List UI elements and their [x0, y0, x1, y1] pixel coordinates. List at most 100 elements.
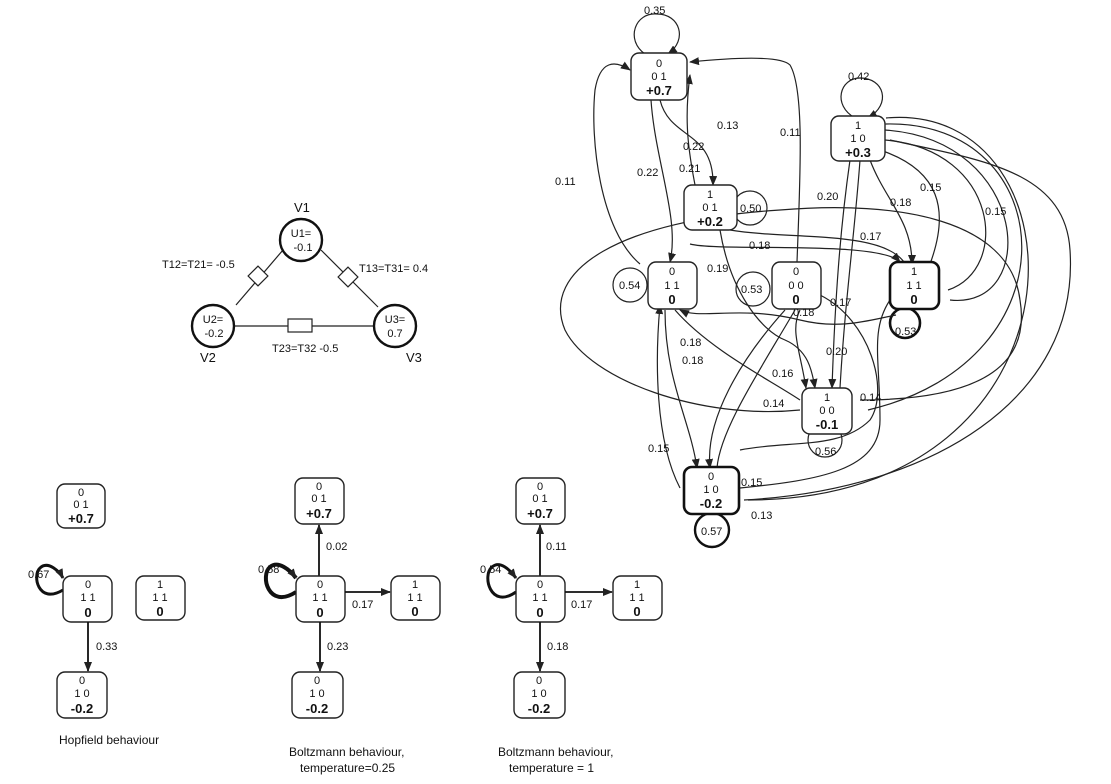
- panel3-caption-line1: Boltzmann behaviour,: [498, 745, 613, 759]
- panel3-right-v1: 1: [634, 579, 640, 591]
- state-box-101: [683, 184, 738, 231]
- state-000-energy: 0: [792, 292, 799, 307]
- panel3-right-energy: 0: [633, 604, 640, 619]
- transition-label-12: 0.17: [860, 231, 881, 243]
- arrow-s110-s111: [869, 159, 916, 265]
- panel1-self-loop: [35, 563, 65, 596]
- arrow-s010-s110-outer: [743, 139, 1072, 501]
- transition-label-9: 0.18: [890, 197, 911, 209]
- panel3-top-v2v3: 0 1: [532, 493, 547, 505]
- panel1-bottom-energy: -0.2: [71, 701, 93, 716]
- panel3-top-v1: 0: [537, 481, 543, 493]
- state-box-011b: [647, 261, 698, 310]
- transition-label-1: 0.13: [717, 120, 738, 132]
- state-100-v2v3: 0 0: [819, 405, 834, 417]
- self-loop-label-s000: 0.53: [741, 284, 762, 296]
- panel2-right-v1: 1: [412, 579, 418, 591]
- state-110-energy: +0.3: [845, 145, 871, 160]
- transition-label-18: 0.20: [826, 346, 847, 358]
- state-011b-energy: 0: [668, 292, 675, 307]
- panel3-bottom-v1: 0: [536, 675, 542, 687]
- weight-diamond-12: [247, 265, 269, 287]
- panel1-center-v2v3: 1 1: [80, 592, 95, 604]
- state-101-v2v3: 0 1: [702, 202, 717, 214]
- state-010-v2v3: 1 0: [703, 484, 718, 496]
- panel1-top-v1: 0: [78, 487, 84, 499]
- transition-label-17: 0.18: [682, 355, 703, 367]
- panel2-center-v2v3: 1 1: [312, 592, 327, 604]
- state-000-v2v3: 0 0: [788, 280, 803, 292]
- state-box-011: [630, 52, 688, 101]
- state-101-energy: +0.2: [697, 214, 723, 229]
- arrow-s011b-s111: [689, 243, 901, 263]
- transition-label-14: 0.17: [830, 297, 851, 309]
- self-loop-label-s100: 0.56: [815, 446, 836, 458]
- arrow-s110-s100: [828, 159, 851, 389]
- unit-v1-threshold: -0.1: [294, 242, 313, 254]
- state-transition-graph: 0 0 1 +0.7 1 1 0 +0.3 1 0 1 +0.2 0 1 1 0…: [555, 5, 1072, 549]
- panel-boltzmann-025: 0 0 1 +0.7 0.02 0.58 0 1 1 0 0.17 1 1 1 …: [258, 477, 441, 775]
- arrow-s010-s111: [739, 299, 891, 489]
- self-loop-label-s010: 0.57: [701, 526, 722, 538]
- arrow-s000-s011: [689, 57, 801, 263]
- self-loop-label-s111: 0.53: [895, 326, 916, 338]
- unit-v2: [190, 303, 236, 349]
- self-loop-label-s011: 0.35: [644, 5, 665, 17]
- panel2-self-loop: [263, 562, 298, 600]
- state-000-v1: 0: [793, 266, 799, 278]
- panel3-bottom-v2v3: 1 0: [531, 688, 546, 700]
- panel1-down-label: 0.33: [96, 641, 117, 653]
- arrow-s000-s100: [795, 309, 809, 389]
- transition-label-15: 0.18: [793, 307, 814, 319]
- weight-label-13: T13=T31= 0.4: [359, 263, 428, 275]
- transition-label-3: 0.11: [780, 127, 801, 139]
- transition-label-4: 0.21: [679, 163, 700, 175]
- state-010-v1: 0: [708, 471, 714, 483]
- panel3-center-v1: 0: [537, 579, 543, 591]
- transition-label-7: 0.20: [817, 191, 838, 203]
- panel2-right-label: 0.17: [352, 599, 373, 611]
- panel2-center-energy: 0: [316, 605, 323, 620]
- panel1-state-right: [135, 575, 186, 621]
- panel2-up-label: 0.02: [326, 541, 347, 553]
- state-011-v2v3: 0 1: [651, 71, 666, 83]
- self-loop-label-s101: 0.50: [740, 203, 761, 215]
- state-011-v1: 0: [656, 58, 662, 70]
- transition-label-13: 0.19: [707, 263, 728, 275]
- panel1-right-energy: 0: [156, 604, 163, 619]
- transition-label-24: 0.13: [751, 510, 772, 522]
- transition-label-16: 0.18: [680, 337, 701, 349]
- transition-label-6: 0.22: [637, 167, 658, 179]
- unit-v2-threshold: -0.2: [205, 328, 224, 340]
- panel1-bottom-v1: 0: [79, 675, 85, 687]
- panel1-state-bottom: [56, 671, 108, 719]
- panel3-center-energy: 0: [536, 605, 543, 620]
- unit-v2-name: U2=: [203, 314, 224, 326]
- panel2-top-energy: +0.7: [306, 506, 332, 521]
- state-box-010: [682, 465, 741, 516]
- panel3-center-v2v3: 1 1: [532, 592, 547, 604]
- transition-label-11: 0.18: [749, 240, 770, 252]
- transition-label-21: 0.14: [860, 392, 881, 404]
- panel3-self-loop-label: 0.54: [480, 564, 501, 576]
- state-box-000: [771, 261, 822, 310]
- panel3-top-energy: +0.7: [527, 506, 553, 521]
- label-v1: V1: [294, 200, 310, 215]
- panel1-center-v1: 0: [85, 579, 91, 591]
- weight-label-23: T23=T32 -0.5: [272, 343, 338, 355]
- arrow-s011-s011b: [650, 99, 676, 263]
- panel1-top-energy: +0.7: [68, 511, 94, 526]
- state-010-energy: -0.2: [700, 496, 722, 511]
- panel3-down-label: 0.18: [547, 641, 568, 653]
- panel1-center-energy: 0: [84, 605, 91, 620]
- panel2-caption-line2: temperature=0.25: [300, 761, 395, 775]
- arrow-s100-s011b: [559, 207, 1022, 413]
- arrow-s000-s010b: [716, 309, 796, 469]
- label-v3: V3: [406, 350, 422, 365]
- three-unit-network: U1= -0.1 U2= -0.2 U3= 0.7 V1 V2 V3 T12=T…: [162, 200, 428, 365]
- panel2-top-v2v3: 0 1: [311, 493, 326, 505]
- state-111-v1: 1: [911, 266, 917, 278]
- transition-label-22: 0.15: [648, 443, 669, 455]
- arrow-s101-s111: [729, 229, 905, 263]
- unit-v1-name: U1=: [291, 228, 312, 240]
